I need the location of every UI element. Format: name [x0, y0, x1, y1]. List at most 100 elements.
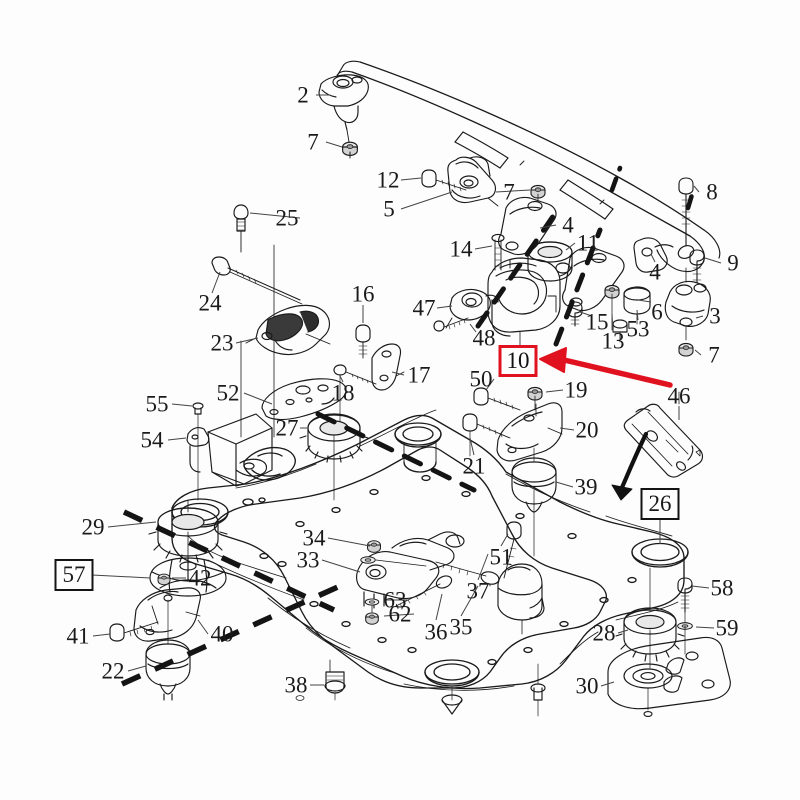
callout-54: 54	[140, 427, 164, 453]
callout-9: 9	[727, 250, 739, 276]
assembly-direction-arrow	[611, 431, 649, 501]
part-10-engine-mount	[487, 257, 561, 353]
part-47-bolt	[433, 317, 469, 332]
dashed-guides-upper	[315, 209, 603, 493]
callout-8: 8	[706, 179, 718, 205]
part-11-bushing	[527, 241, 573, 282]
callout-63: 63	[383, 587, 407, 613]
callout-26-boxed: 26	[640, 488, 680, 520]
callout-3: 3	[709, 303, 721, 329]
part-5-bracket	[447, 156, 499, 207]
callout-35: 35	[449, 614, 473, 640]
callout-7: 7	[307, 129, 319, 155]
callout-10-red: 10	[498, 345, 538, 377]
callout-13: 13	[601, 328, 625, 354]
callout-20: 20	[575, 417, 599, 443]
callout-51: 51	[489, 544, 513, 570]
callout-30: 30	[575, 673, 599, 699]
callout-24: 24	[198, 290, 222, 316]
callout-55: 55	[145, 391, 169, 417]
callout-15: 15	[585, 309, 609, 335]
part-50-bolt	[473, 387, 521, 411]
dashed-guides	[120, 509, 342, 687]
part-29-bushing	[148, 499, 228, 563]
callout-33: 33	[296, 547, 320, 573]
callout-37: 37	[466, 578, 490, 604]
callout-2: 2	[297, 82, 309, 108]
callout-38: 38	[284, 672, 308, 698]
callout-4: 4	[649, 259, 661, 285]
callout-40: 40	[210, 621, 234, 647]
part-38-bolt	[324, 659, 346, 701]
callout-29: 29	[81, 514, 105, 540]
part-55-screw	[192, 402, 204, 501]
part-21-bolt	[462, 413, 511, 457]
part-46-steering-rack	[623, 391, 704, 478]
callout-36: 36	[424, 619, 448, 645]
callout-23: 23	[210, 330, 234, 356]
part-14-bolt	[491, 233, 505, 271]
callout-46: 46	[667, 383, 691, 409]
leader-lines	[91, 94, 722, 687]
callout-41: 41	[66, 623, 90, 649]
callout-52: 52	[216, 380, 240, 406]
part-17-bracket	[371, 343, 405, 391]
callout-27: 27	[275, 415, 299, 441]
callout-47: 47	[412, 295, 436, 321]
callout-18: 18	[331, 380, 355, 406]
callout-7: 7	[708, 342, 720, 368]
callout-42: 42	[188, 565, 212, 591]
callout-59: 59	[715, 615, 739, 641]
part-16-bolt	[355, 324, 371, 359]
dashed-guides-short	[609, 165, 697, 211]
part-7-nut-right	[678, 342, 694, 357]
callout-57-boxed: 57	[54, 559, 94, 591]
callout-48: 48	[472, 325, 496, 351]
callout-34: 34	[302, 525, 326, 551]
part-23-bracket	[245, 304, 331, 356]
callout-28: 28	[592, 620, 616, 646]
part-19-nut	[527, 386, 543, 411]
callout-21: 21	[462, 453, 486, 479]
part-54-bracket	[186, 427, 210, 473]
callout-17: 17	[407, 362, 431, 388]
callout-12: 12	[376, 167, 400, 193]
part-8-bolt	[678, 177, 694, 247]
callout-5: 5	[383, 196, 395, 222]
part-18-bolt	[333, 364, 377, 431]
part-42-nut	[157, 573, 171, 586]
part-39-bushing	[511, 447, 557, 557]
part-9-bolt	[689, 249, 705, 283]
control-link-assembly	[356, 521, 545, 635]
callout-7: 7	[503, 179, 515, 205]
rear-cross-beam	[336, 60, 721, 273]
part-28-bushing	[615, 567, 685, 669]
callout-53: 53	[626, 316, 650, 342]
part-25-stud	[233, 204, 275, 438]
highlight-arrow	[539, 347, 673, 388]
part-12-bolt	[421, 169, 467, 192]
callout-25: 25	[275, 205, 299, 231]
callout-6: 6	[651, 299, 663, 325]
callout-50: 50	[469, 366, 493, 392]
part-53-bushing	[623, 286, 651, 325]
callout-14: 14	[449, 236, 473, 262]
part-7-nut-top	[342, 141, 358, 159]
beam-lower-bracket	[633, 237, 668, 273]
callout-19: 19	[564, 377, 588, 403]
callout-22: 22	[101, 658, 125, 684]
part-3-ball-joint	[664, 267, 711, 341]
part-24-bolt	[211, 256, 303, 305]
part-30-plate	[607, 636, 731, 717]
part-54-box	[207, 413, 273, 487]
callout-39: 39	[574, 474, 598, 500]
part-52-plate	[261, 378, 347, 421]
callout-62: 62	[388, 601, 412, 627]
callout-16: 16	[351, 281, 375, 307]
part-41-bolt	[109, 599, 169, 645]
part-13-nut	[604, 284, 620, 331]
callout-11: 11	[576, 230, 600, 256]
part-2-mount	[318, 74, 369, 131]
